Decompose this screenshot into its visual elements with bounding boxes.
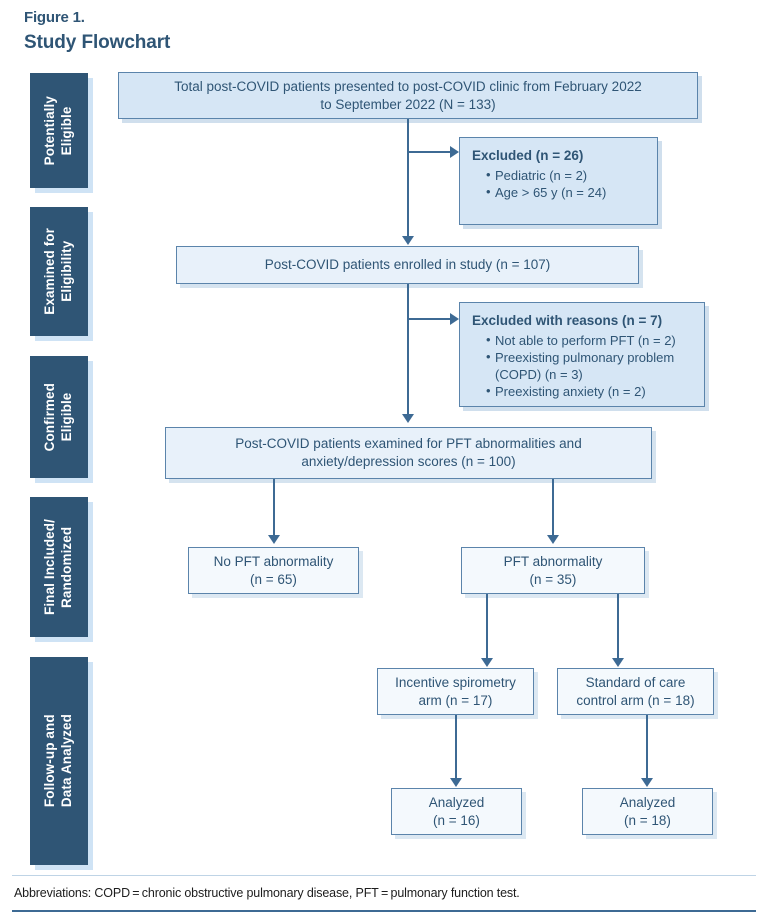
figure-label: Figure 1. bbox=[24, 9, 85, 26]
connector-arrow-to-incentive-arm bbox=[481, 658, 493, 667]
connector-arrow-to-excluded-1 bbox=[450, 146, 459, 158]
stage-label-confirmed-eligible: Confirmed Eligible bbox=[30, 356, 88, 478]
node-control-arm: Standard of care control arm (n = 18) bbox=[557, 668, 714, 715]
connector-arrow-to-excluded-2 bbox=[450, 313, 459, 325]
node-excluded-2-list: Not able to perform PFT (n = 2) Preexist… bbox=[472, 331, 694, 401]
stage-label-examined-for-eligibility: Examined for Eligibility bbox=[30, 207, 88, 336]
stage-label-text: Potentially Eligible bbox=[42, 95, 74, 166]
node-incentive-spirometry-arm: Incentive spirometry arm (n = 17) bbox=[377, 668, 534, 715]
connector-to-analyzed-left bbox=[455, 715, 457, 780]
connector-to-control-arm bbox=[617, 594, 619, 660]
stage-label-text: Examined for Eligibility bbox=[42, 228, 74, 315]
node-excluded-1-heading: Excluded (n = 26) bbox=[472, 148, 584, 163]
node-control-arm-text: Standard of care control arm (n = 18) bbox=[576, 674, 695, 708]
connector-arrow-to-control-arm bbox=[612, 658, 624, 667]
stage-label-text: Follow-up and Data Analyzed bbox=[42, 714, 74, 808]
stage-label-potentially-eligible: Potentially Eligible bbox=[30, 73, 88, 188]
node-excluded-with-reasons: Excluded with reasons (n = 7) Not able t… bbox=[459, 302, 705, 407]
node-total-presented-text: Total post-COVID patients presented to p… bbox=[174, 78, 642, 112]
node-total-presented: Total post-COVID patients presented to p… bbox=[118, 72, 698, 119]
connector-to-incentive-arm bbox=[486, 594, 488, 660]
node-pft-abnormality: PFT abnormality (n = 35) bbox=[461, 547, 645, 594]
connector-arrow-to-no-pft bbox=[268, 535, 280, 544]
connector-to-pft-abnormality bbox=[552, 479, 554, 537]
connector-branch-to-excluded-2 bbox=[407, 318, 453, 320]
list-item: Preexisting pulmonary problem (COPD) (n … bbox=[486, 348, 694, 383]
node-analyzed-incentive: Analyzed (n = 16) bbox=[391, 788, 522, 835]
stage-label-text: Final Included/ Randomized bbox=[42, 518, 74, 615]
connector-arrow-to-pft-abnormality bbox=[547, 535, 559, 544]
connector-arrow-to-examined bbox=[402, 414, 414, 423]
node-examined-pft-text: Post-COVID patients examined for PFT abn… bbox=[235, 436, 582, 469]
connector-branch-to-excluded-1 bbox=[407, 151, 453, 153]
node-examined-pft: Post-COVID patients examined for PFT abn… bbox=[165, 427, 652, 479]
node-no-pft-abnormality-text: No PFT abnormality (n = 65) bbox=[213, 553, 334, 587]
connector-arrow-to-enrolled bbox=[402, 236, 414, 245]
node-analyzed-incentive-text: Analyzed (n = 16) bbox=[428, 794, 485, 828]
node-enrolled-text: Post-COVID patients enrolled in study (n… bbox=[264, 257, 551, 273]
stage-label-follow-up-data-analyzed: Follow-up and Data Analyzed bbox=[30, 657, 88, 865]
list-item: Preexisting anxiety (n = 2) bbox=[486, 382, 694, 400]
node-excluded-1-list: Pediatric (n = 2) Age > 65 y (n = 24) bbox=[472, 166, 647, 201]
connector-to-no-pft bbox=[273, 479, 275, 537]
connector-arrow-to-analyzed-right bbox=[641, 778, 653, 787]
list-item: Age > 65 y (n = 24) bbox=[486, 183, 647, 201]
connector-to-analyzed-right bbox=[646, 715, 648, 780]
page-title: Study Flowchart bbox=[24, 32, 171, 53]
node-incentive-spirometry-arm-text: Incentive spirometry arm (n = 17) bbox=[395, 674, 516, 708]
connector-arrow-to-analyzed-left bbox=[450, 778, 462, 787]
node-analyzed-control: Analyzed (n = 18) bbox=[582, 788, 713, 835]
list-item: Not able to perform PFT (n = 2) bbox=[486, 331, 694, 349]
footer-divider-bottom bbox=[12, 910, 756, 912]
footer-divider-top bbox=[12, 875, 756, 876]
stage-label-final-included-randomized: Final Included/ Randomized bbox=[30, 497, 88, 637]
list-item: Pediatric (n = 2) bbox=[486, 166, 647, 184]
node-no-pft-abnormality: No PFT abnormality (n = 65) bbox=[188, 547, 359, 594]
node-enrolled: Post-COVID patients enrolled in study (n… bbox=[176, 246, 639, 284]
connector-trunk-1 bbox=[407, 119, 409, 239]
abbreviations-note: Abbreviations: COPD = chronic obstructiv… bbox=[14, 886, 520, 900]
node-excluded-2-heading: Excluded with reasons (n = 7) bbox=[472, 313, 663, 328]
node-pft-abnormality-text: PFT abnormality (n = 35) bbox=[503, 553, 603, 587]
connector-trunk-2 bbox=[407, 284, 409, 417]
node-excluded-pediatric-age: Excluded (n = 26) Pediatric (n = 2) Age … bbox=[459, 137, 658, 225]
stage-label-text: Confirmed Eligible bbox=[42, 382, 74, 452]
node-analyzed-control-text: Analyzed (n = 18) bbox=[619, 794, 676, 828]
